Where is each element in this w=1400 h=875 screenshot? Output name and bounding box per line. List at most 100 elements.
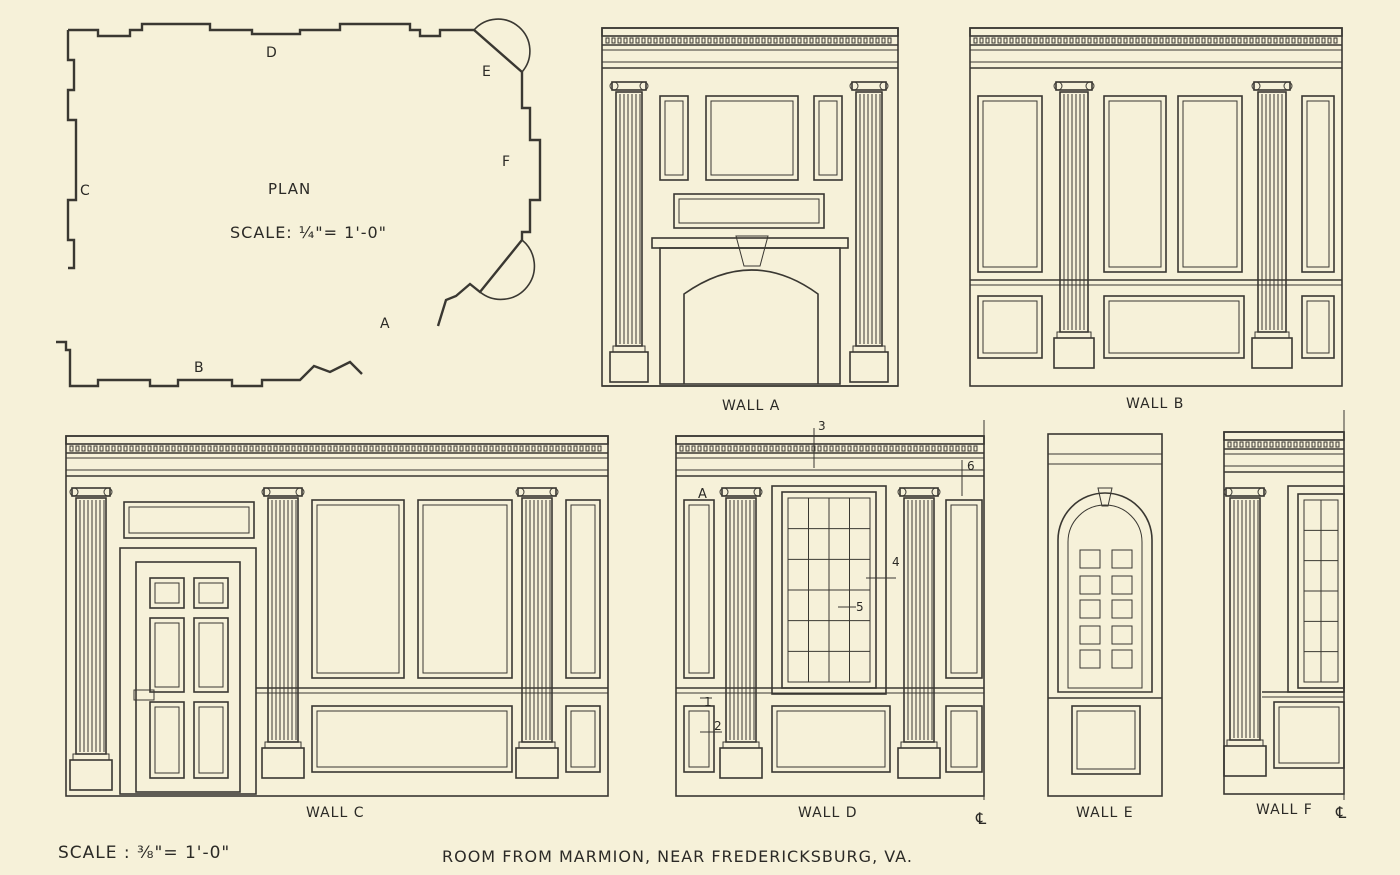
- arch-keystone: [1097, 487, 1113, 507]
- dentil: [659, 37, 664, 44]
- dentil: [129, 445, 134, 452]
- dentil: [555, 445, 560, 452]
- door-panel: [149, 701, 185, 779]
- capital: [517, 487, 557, 497]
- dentil: [399, 445, 404, 452]
- dentil: [1239, 441, 1244, 448]
- dentil: [1093, 37, 1098, 44]
- dentil: [561, 445, 566, 452]
- dentil: [321, 445, 326, 452]
- wall-b-upper-panel: [1301, 95, 1335, 273]
- plan-title: PLAN: [268, 180, 311, 198]
- dentil: [721, 445, 726, 452]
- dentil: [75, 445, 80, 452]
- dentil: [591, 445, 596, 452]
- dentil: [605, 37, 610, 44]
- dentil: [165, 445, 170, 452]
- dentil: [1081, 37, 1086, 44]
- cornice-crown: [675, 435, 985, 445]
- column-pedestal: [609, 351, 649, 383]
- dentil: [219, 445, 224, 452]
- door-panel: [193, 617, 229, 693]
- wall-a-caption: WALL A: [722, 398, 780, 414]
- column-pedestal: [849, 351, 889, 383]
- wall-a-side-panel: [813, 95, 843, 181]
- dentil: [285, 445, 290, 452]
- column-base-torus: [1226, 739, 1264, 747]
- dentil: [979, 37, 984, 44]
- dentil: [1327, 37, 1332, 44]
- column-base-torus: [722, 741, 760, 749]
- dentil: [1293, 441, 1298, 448]
- section-mark-2: 2: [714, 719, 723, 733]
- panel-inset: [950, 710, 978, 768]
- dentil: [865, 445, 870, 452]
- dentil: [1213, 37, 1218, 44]
- section-mark-6: 6: [967, 459, 976, 473]
- column-base-torus: [264, 741, 302, 749]
- dentil: [171, 445, 176, 452]
- dentil: [1123, 37, 1128, 44]
- wall-c-upper-panel: [311, 499, 405, 679]
- door-pane: [1079, 549, 1101, 569]
- dentil: [1291, 37, 1296, 44]
- dentil: [1269, 441, 1274, 448]
- dentil: [1333, 37, 1338, 44]
- dentil: [1225, 37, 1230, 44]
- plan-label-d: D: [266, 45, 278, 61]
- fireplace-surround: [659, 247, 841, 385]
- dentil: [465, 445, 470, 452]
- plan-label-f: F: [502, 154, 511, 170]
- dentil: [863, 37, 868, 44]
- door-pane: [1079, 599, 1101, 619]
- dentil: [1141, 37, 1146, 44]
- column-pedestal: [719, 747, 763, 779]
- centerline-wall-f: ℄: [1335, 803, 1347, 822]
- dentil: [213, 445, 218, 452]
- wall-b-elevation: [969, 27, 1343, 387]
- dentil: [755, 37, 760, 44]
- dentil: [1189, 37, 1194, 44]
- door-pane: [1111, 575, 1133, 595]
- dentil: [501, 445, 506, 452]
- centerline-wall-d: ℄: [975, 809, 987, 828]
- panel-inset: [688, 710, 710, 768]
- dentil: [567, 445, 572, 452]
- dentil: [1129, 37, 1134, 44]
- dentil: [273, 445, 278, 452]
- capital-volute: [103, 487, 113, 497]
- dentil: [585, 445, 590, 452]
- dentil: [1057, 37, 1062, 44]
- dentil: [961, 445, 966, 452]
- door-pane: [1111, 649, 1133, 669]
- dentil: [737, 37, 742, 44]
- door-leaf: [135, 561, 241, 793]
- dentil: [141, 445, 146, 452]
- dentil: [345, 445, 350, 452]
- dentil: [781, 445, 786, 452]
- dentil: [859, 445, 864, 452]
- dentil: [881, 37, 886, 44]
- dentil: [297, 445, 302, 452]
- panel-inset: [316, 710, 508, 768]
- dentil: [841, 445, 846, 452]
- dentil: [691, 445, 696, 452]
- dentil: [381, 445, 386, 452]
- wall-d-caption: WALL D: [798, 805, 857, 821]
- dentil: [997, 37, 1002, 44]
- dentil: [1087, 37, 1092, 44]
- dentil: [1281, 441, 1286, 448]
- dentil: [177, 445, 182, 452]
- dentil: [1273, 37, 1278, 44]
- dentil: [1311, 441, 1316, 448]
- dentil: [719, 37, 724, 44]
- dentil: [1257, 441, 1262, 448]
- panel-inset: [982, 300, 1038, 354]
- dentil: [279, 445, 284, 452]
- dentil: [597, 445, 602, 452]
- wall-b-upper-panel: [1177, 95, 1243, 273]
- dentil: [1315, 37, 1320, 44]
- dentil: [1069, 37, 1074, 44]
- dentil: [973, 445, 978, 452]
- panel-inset: [198, 622, 224, 688]
